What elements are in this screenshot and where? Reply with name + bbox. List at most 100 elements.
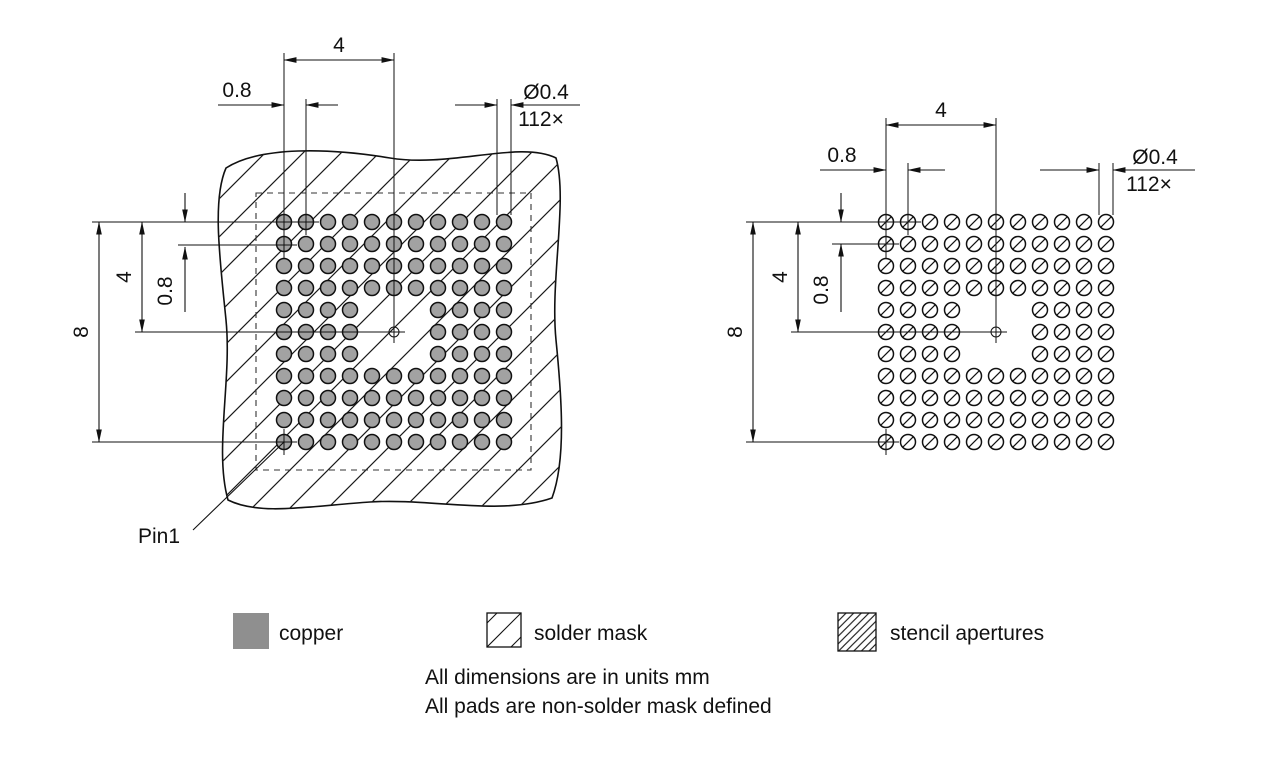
copper-pad — [495, 389, 513, 407]
aperture-hatch-line — [1056, 414, 1068, 426]
copper-pad — [495, 367, 513, 385]
copper-pad — [495, 433, 513, 451]
copper-pad — [495, 213, 513, 231]
aperture-hatch-line — [946, 304, 958, 316]
aperture-hatch-line — [1012, 260, 1024, 272]
center-origin-mark — [383, 321, 405, 343]
copper-pad — [451, 257, 469, 275]
dim-pitch-top: 0.8 — [222, 79, 251, 102]
copper-pad — [319, 433, 337, 451]
copper-pad — [429, 345, 447, 363]
copper-pad — [473, 279, 491, 297]
copper-pad — [341, 433, 359, 451]
aperture-hatch-line — [1078, 436, 1090, 448]
copper-pad — [297, 367, 315, 385]
pin1-leader-line — [192, 441, 285, 531]
center-origin-mark — [985, 321, 1007, 343]
aperture-hatch-line — [902, 238, 914, 250]
copper-pad — [473, 411, 491, 429]
aperture-hatch-line — [1078, 326, 1090, 338]
copper-pad — [297, 345, 315, 363]
aperture-hatch-line — [1034, 216, 1046, 228]
copper-pad — [385, 389, 403, 407]
dim-span-left: 4 — [769, 271, 792, 283]
aperture-hatch-line — [1100, 216, 1112, 228]
aperture-hatch-line — [1078, 260, 1090, 272]
aperture-hatch-line — [1100, 238, 1112, 250]
aperture-hatch-line — [946, 392, 958, 404]
aperture-hatch-line — [880, 304, 892, 316]
aperture-hatch-line — [880, 348, 892, 360]
copper-pad — [429, 367, 447, 385]
copper-pad — [275, 367, 293, 385]
aperture-hatch-line — [1056, 348, 1068, 360]
aperture-hatch-line — [1078, 370, 1090, 382]
aperture-hatch-line — [990, 436, 1002, 448]
aperture-hatch-line — [880, 370, 892, 382]
copper-pad — [297, 411, 315, 429]
aperture-hatch-line — [1078, 348, 1090, 360]
copper-pad — [429, 235, 447, 253]
aperture-hatch-line — [1012, 414, 1024, 426]
aperture-hatch-line — [880, 282, 892, 294]
copper-pad — [297, 235, 315, 253]
dim-span-top: 4 — [333, 34, 345, 57]
copper-pad — [473, 367, 491, 385]
copper-pad — [429, 279, 447, 297]
copper-pad — [385, 433, 403, 451]
aperture-hatch-line — [946, 216, 958, 228]
copper-pad — [407, 213, 425, 231]
copper-pad — [495, 345, 513, 363]
aperture-hatch-line — [924, 348, 936, 360]
aperture-hatch-line — [1012, 238, 1024, 250]
aperture-hatch-line — [902, 392, 914, 404]
aperture-hatch-line — [1078, 414, 1090, 426]
copper-pad — [429, 411, 447, 429]
aperture-hatch-line — [1100, 326, 1112, 338]
aperture-hatch-line — [1056, 326, 1068, 338]
copper-pad — [385, 367, 403, 385]
aperture-hatch-line — [902, 370, 914, 382]
aperture-hatch-line — [1012, 370, 1024, 382]
dim-pitch-top: 0.8 — [827, 144, 856, 167]
aperture-hatch-line — [968, 238, 980, 250]
copper-pad-grid — [275, 213, 513, 451]
aperture-hatch-line — [924, 260, 936, 272]
copper-pad — [319, 345, 337, 363]
copper-pad — [473, 389, 491, 407]
legend-label-copper: copper — [279, 622, 343, 645]
aperture-hatch-line — [1078, 238, 1090, 250]
drawing-notes: All dimensions are in units mm All pads … — [425, 666, 772, 718]
aperture-hatch-line — [1034, 348, 1046, 360]
copper-pad — [429, 323, 447, 341]
aperture-hatch-line — [1034, 326, 1046, 338]
aperture-hatch-line — [902, 282, 914, 294]
aperture-hatch-line — [1012, 392, 1024, 404]
copper-pad — [341, 279, 359, 297]
aperture-hatch-line — [1056, 282, 1068, 294]
aperture-hatch-line — [968, 260, 980, 272]
copper-pad — [473, 433, 491, 451]
copper-pad — [407, 389, 425, 407]
copper-pad — [297, 433, 315, 451]
legend-label-stencil-apertures: stencil apertures — [890, 622, 1044, 645]
aperture-hatch-line — [946, 348, 958, 360]
copper-pad — [363, 257, 381, 275]
copper-pad — [407, 279, 425, 297]
aperture-hatch-line — [880, 260, 892, 272]
note-units: All dimensions are in units mm — [425, 666, 710, 689]
copper-pad — [341, 213, 359, 231]
copper-pad — [451, 411, 469, 429]
copper-pad — [363, 235, 381, 253]
aperture-hatch-line — [1034, 414, 1046, 426]
copper-pad — [429, 257, 447, 275]
aperture-hatch-line — [924, 304, 936, 316]
dim-pitch-left: 0.8 — [154, 276, 177, 305]
aperture-hatch-line — [1100, 282, 1112, 294]
copper-pad — [275, 411, 293, 429]
extension-lines — [92, 53, 512, 455]
copper-pad — [275, 389, 293, 407]
copper-pad — [429, 301, 447, 319]
aperture-hatch-line — [1056, 304, 1068, 316]
